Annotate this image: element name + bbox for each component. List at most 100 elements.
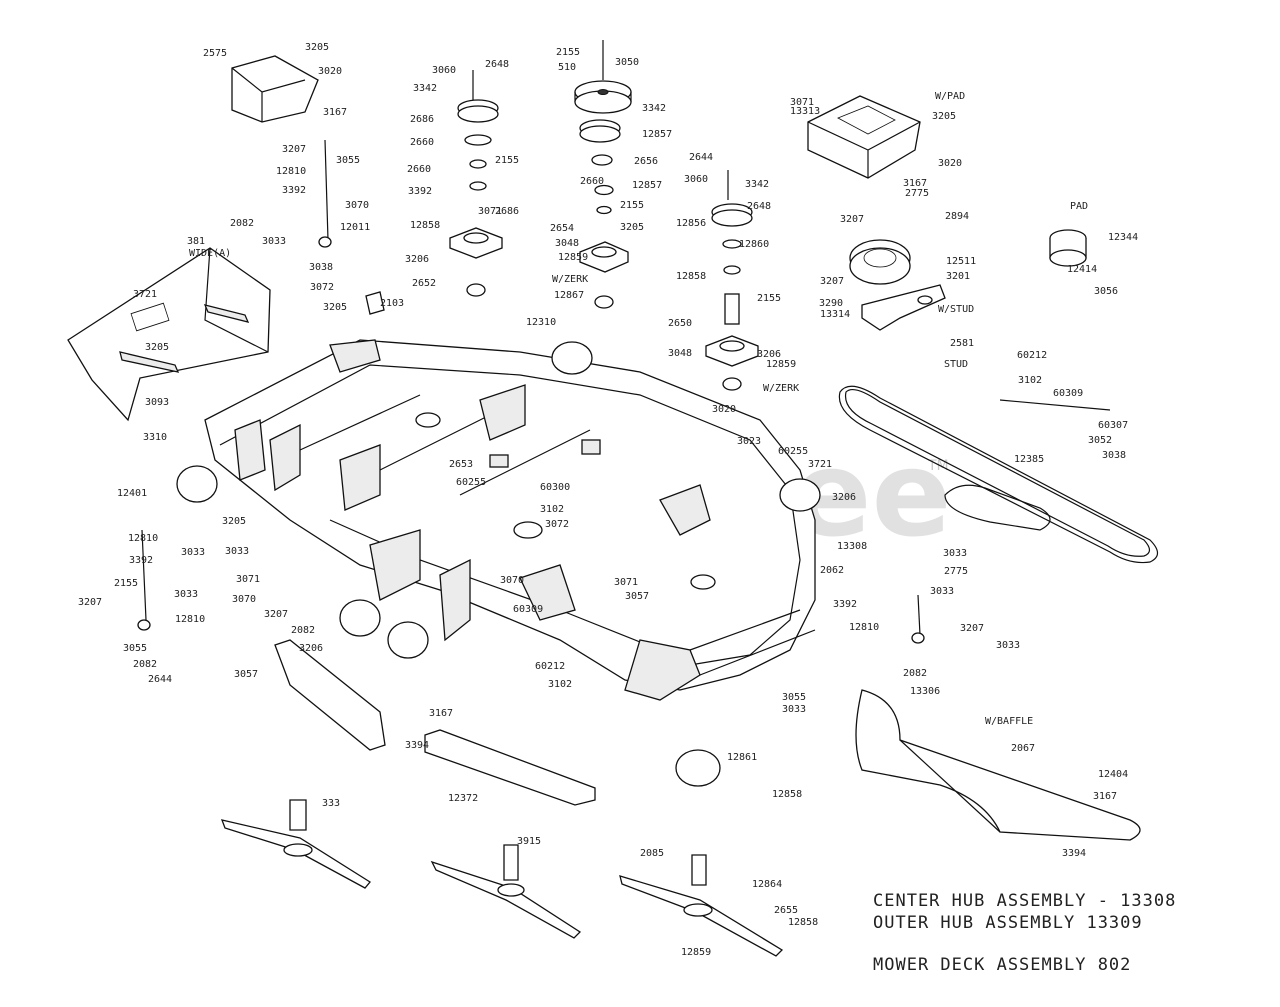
blades [220, 799, 784, 957]
part-label: 2103 [380, 298, 404, 309]
part-label: 3205 [222, 516, 246, 527]
part-label: 60309 [1053, 388, 1083, 399]
part-label: 12856 [676, 218, 706, 229]
part-label: 2660 [407, 164, 431, 175]
part-label: 12859 [681, 947, 711, 958]
part-label: 12858 [772, 789, 802, 800]
part-label: 3070 [232, 594, 256, 605]
part-label: 2652 [412, 278, 436, 289]
part-label: 12810 [276, 166, 306, 177]
belt-cover-left [231, 55, 319, 123]
right-spindle-stack [705, 170, 759, 391]
part-label: 3072 [545, 519, 569, 530]
part-label: 3207 [960, 623, 984, 634]
part-label: 2067 [1011, 743, 1035, 754]
part-label: 12344 [1108, 232, 1138, 243]
part-labels: 2575 3205 3020 3167 3207 12810 3055 3392 3070 120… [78, 42, 1138, 958]
part-label: 3342 [745, 179, 769, 190]
part-label: W/PAD [935, 91, 965, 102]
part-label: 3071 [236, 574, 260, 585]
part-label: 12414 [1067, 264, 1097, 275]
part-label: 12867 [554, 290, 584, 301]
part-label: 13314 [820, 309, 850, 320]
part-label: 3206 [832, 492, 856, 503]
part-label: STUD [944, 359, 968, 370]
part-label: 12857 [642, 129, 672, 140]
part-label: 60309 [513, 604, 543, 615]
part-label: 60212 [535, 661, 565, 672]
part-label: 3102 [540, 504, 564, 515]
discharge-chute [67, 247, 271, 422]
part-label: 3167 [903, 178, 927, 189]
part-label: 3070 [500, 575, 524, 586]
part-label: 3102 [1018, 375, 1042, 386]
part-label: 12404 [1098, 769, 1128, 780]
part-label: 60255 [778, 446, 808, 457]
part-label: W/ZERK [763, 383, 799, 394]
part-label: 2082 [291, 625, 315, 636]
part-label: 3392 [408, 186, 432, 197]
part-label: 12857 [632, 180, 662, 191]
hardware [137, 139, 1111, 644]
part-label: 2082 [230, 218, 254, 229]
part-label: 3033 [262, 236, 286, 247]
part-label: 2082 [133, 659, 157, 670]
part-label: 3033 [181, 547, 205, 558]
part-label: 12385 [1014, 454, 1044, 465]
center-spindle-stack [574, 40, 632, 309]
part-label: 3342 [413, 83, 437, 94]
deck-housing [204, 339, 816, 701]
part-label: 2581 [950, 338, 974, 349]
part-label: 2775 [944, 566, 968, 577]
part-label: 12511 [946, 256, 976, 267]
part-label: 3055 [336, 155, 360, 166]
part-label: 333 [322, 798, 340, 809]
part-label: 3033 [225, 546, 249, 557]
part-label: 2775 [905, 188, 929, 199]
part-label: 60300 [540, 482, 570, 493]
part-label: 3394 [405, 740, 429, 751]
part-label: 3721 [808, 459, 832, 470]
part-label: 3201 [946, 271, 970, 282]
part-label: 3207 [840, 214, 864, 225]
left-spindle-stack [449, 70, 503, 297]
part-label: 3057 [625, 591, 649, 602]
part-label: 3310 [143, 432, 167, 443]
part-label: 3020 [938, 158, 962, 169]
part-label: 3206 [405, 254, 429, 265]
part-label: 3206 [757, 349, 781, 360]
part-label: 3167 [429, 708, 453, 719]
part-label: 3205 [323, 302, 347, 313]
part-label: 12810 [175, 614, 205, 625]
part-label: 3033 [943, 548, 967, 559]
part-label: 2686 [495, 206, 519, 217]
part-label: 2660 [410, 137, 434, 148]
v-belt [838, 385, 1159, 564]
part-label: 3102 [548, 679, 572, 690]
part-label: 3072 [310, 282, 334, 293]
part-label: 2654 [550, 223, 574, 234]
part-label: 2686 [410, 114, 434, 125]
part-label: 12858 [788, 917, 818, 928]
part-label: 3060 [684, 174, 708, 185]
baffle-plate [855, 689, 1141, 841]
idler-assembly [849, 229, 1087, 331]
part-label: 2575 [203, 48, 227, 59]
part-label: 12859 [766, 359, 796, 370]
part-label: 3033 [782, 704, 806, 715]
part-label: 2155 [556, 47, 580, 58]
part-label: 3205 [145, 342, 169, 353]
part-label: 3394 [1062, 848, 1086, 859]
part-label: 2653 [449, 459, 473, 470]
part-label: 3093 [145, 397, 169, 408]
part-label: 12860 [739, 239, 769, 250]
part-label: 2644 [148, 674, 172, 685]
part-label: 3342 [642, 103, 666, 114]
part-label: 13306 [910, 686, 940, 697]
part-label: 3033 [996, 640, 1020, 651]
part-label: 3056 [1094, 286, 1118, 297]
part-label: 12011 [340, 222, 370, 233]
part-label: 3205 [932, 111, 956, 122]
part-label: 12810 [128, 533, 158, 544]
